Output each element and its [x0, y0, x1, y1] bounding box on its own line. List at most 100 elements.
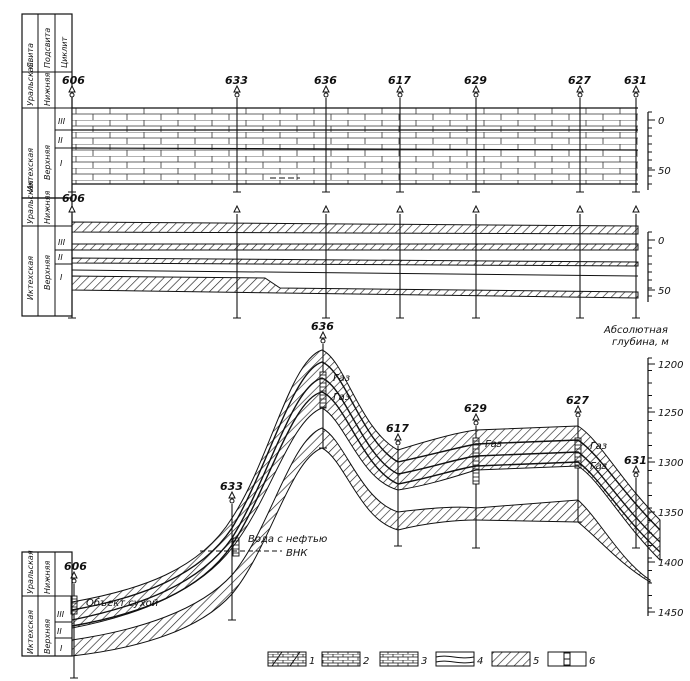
well-marker-icon [574, 404, 582, 413]
cycle-label-3: III [58, 238, 66, 247]
gas-label: Газ [590, 441, 607, 452]
gas-label: Газ [333, 392, 350, 403]
legend-swatch [321, 651, 361, 667]
cycle-label-3: III [57, 610, 65, 619]
well-marker-icon [68, 84, 76, 93]
legend-number: 5 [533, 656, 539, 667]
gas-label: Газ [485, 439, 502, 450]
suite-label-iktekhskaya: Иктехская [26, 148, 35, 192]
well-label: 633 [225, 74, 248, 87]
legend-wavy-lines [435, 655, 475, 664]
depth-title: Абсолютная [603, 324, 668, 336]
well-marker-icon [396, 204, 404, 213]
suite-label-uralskaya: Уральская [26, 180, 35, 224]
well-head-icon [69, 92, 75, 98]
well-marker-icon [472, 412, 480, 421]
subsuite-label-upper: Верхняя [43, 145, 52, 180]
cycle-label-3: III [58, 117, 66, 126]
well-marker-icon [233, 204, 241, 213]
well-label: 617 [388, 74, 411, 87]
well-marker-icon [68, 204, 76, 213]
well-marker-icon [394, 432, 402, 441]
well-label: 606 [62, 192, 85, 205]
suite-label-uralskaya: Уральская [26, 62, 35, 106]
gas-label: Газ [590, 461, 607, 472]
depth-axis-label: 1300 [658, 458, 683, 469]
legend-number: 1 [309, 656, 315, 667]
subsuite-label-lower: Нижняя [43, 561, 52, 594]
well-marker-icon [228, 490, 236, 499]
well-marker-icon [322, 204, 330, 213]
legend-number: 6 [589, 656, 595, 667]
legend-swatch [435, 651, 475, 667]
depth-axis-label: 50 [658, 166, 671, 177]
strat-column-top: Свита Подсвита Циклит Уральская Нижняя И… [21, 13, 73, 199]
well-marker-icon [472, 84, 480, 93]
hatched-layers-panel [71, 221, 639, 299]
legend-item: 5 [491, 651, 539, 667]
lithology-panel [71, 107, 639, 185]
well-label: 633 [220, 480, 243, 493]
legend-item: 3 [379, 651, 427, 667]
cycle-header: Циклит [60, 36, 69, 68]
well-head-icon [234, 92, 240, 98]
dry-object-label: Объект сухой [86, 597, 159, 609]
owc-label: ВНК [286, 548, 308, 559]
well-label: 629 [464, 402, 487, 415]
well-marker-icon [576, 84, 584, 93]
depth-title: глубина, м [612, 336, 669, 348]
well-marker-icon [472, 204, 480, 213]
well-marker-icon [632, 204, 640, 213]
depth-axis-label: 1450 [658, 608, 683, 619]
depth-axis-label: 0 [658, 116, 664, 127]
well-head-icon [323, 92, 329, 98]
cycle-label-2: II [58, 136, 63, 145]
well-label: 627 [566, 394, 589, 407]
well-head-icon [395, 440, 401, 446]
well-label: 636 [311, 320, 334, 333]
legend-number: 4 [477, 656, 483, 667]
well-label: 627 [568, 74, 591, 87]
well-head-icon [633, 472, 639, 478]
well-marker-icon [632, 464, 640, 473]
legend-number: 2 [363, 656, 369, 667]
legend-number: 3 [421, 656, 427, 667]
well-marker-icon [319, 330, 327, 339]
depth-axis-label: 1250 [658, 408, 683, 419]
well-label: 631 [624, 74, 647, 87]
well-head-icon [473, 420, 479, 426]
subsuite-header: Подсвита [43, 28, 52, 68]
well-head-icon [575, 412, 581, 418]
subsuite-label-lower: Нижняя [43, 73, 52, 106]
legend-item: 2 [321, 651, 369, 667]
well-marker-icon [632, 84, 640, 93]
well-head-icon [633, 92, 639, 98]
well-marker-icon [322, 84, 330, 93]
legend-slash [289, 651, 301, 667]
suite-label-iktekhskaya: Иктехская [26, 256, 35, 300]
well-head-icon [229, 498, 235, 504]
subsuite-label-lower: Нижняя [43, 191, 52, 224]
depth-axis-label: 50 [658, 286, 671, 297]
well-label: 631 [624, 454, 647, 467]
well-label: 617 [386, 422, 409, 435]
well-label: 606 [62, 74, 85, 87]
cycle-label-1: I [60, 273, 63, 282]
well-marker-icon [396, 84, 404, 93]
well-head-icon [320, 338, 326, 344]
depth-axis-label: 1200 [658, 360, 683, 371]
legend-item: 6 [547, 651, 595, 667]
depth-axis-label: 1350 [658, 508, 683, 519]
legend: 1 2 3 4 5 6 [267, 651, 595, 667]
well-label: 636 [314, 74, 337, 87]
suite-label-iktekhskaya: Иктехская [26, 610, 35, 654]
suite-label-uralskaya: Уральская [26, 550, 35, 594]
legend-slash [271, 651, 283, 667]
well-label: 606 [64, 560, 87, 573]
well-marker-icon [576, 204, 584, 213]
anticline-structure [71, 349, 661, 657]
legend-swatch [491, 651, 531, 667]
cycle-label-1: I [60, 159, 63, 168]
cycle-label-1: I [60, 644, 63, 653]
